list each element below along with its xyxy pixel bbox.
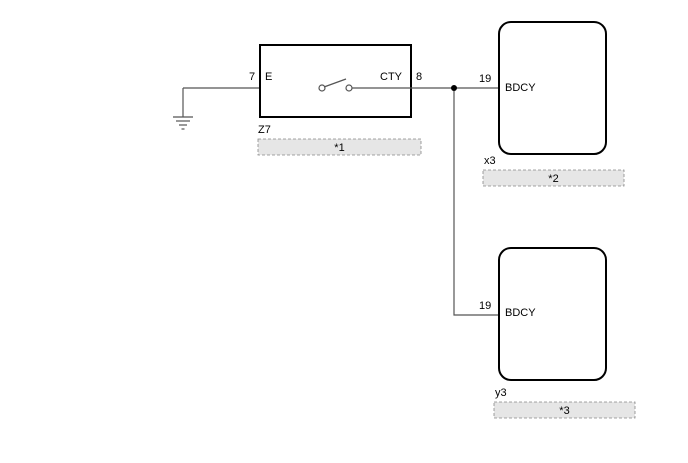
switch-callout-label: *1 <box>334 142 344 154</box>
ecu-lower-callout-label: *3 <box>559 405 569 417</box>
ecu-upper-box <box>498 21 607 155</box>
switch-component-code: Z7 <box>258 124 271 136</box>
ecu-upper-callout-box <box>482 169 625 187</box>
switch-pin-left-name: E <box>265 71 272 83</box>
ecu-lower-callout-box <box>493 401 636 419</box>
switch-pin-right-number: 8 <box>416 71 422 83</box>
ecu-lower-pin-number: 19 <box>479 300 491 312</box>
ecu-upper-code: x3 <box>484 155 496 167</box>
switch-component-box <box>259 44 412 118</box>
switch-contact-icon <box>318 78 353 92</box>
wire-junction-to-lower-ecu <box>453 88 499 316</box>
ground-icon <box>173 88 193 130</box>
switch-pin-left-number: 7 <box>249 71 255 83</box>
junction-dot <box>451 85 457 91</box>
switch-callout-box <box>257 138 422 156</box>
ecu-upper-pin-number: 19 <box>479 73 491 85</box>
ecu-lower-box <box>498 247 607 381</box>
ecu-upper-callout-label: *2 <box>548 173 558 185</box>
ecu-upper-pin-name: BDCY <box>505 82 536 94</box>
ecu-lower-code: y3 <box>495 387 507 399</box>
switch-pin-right-name: CTY <box>380 71 403 83</box>
ecu-lower-pin-name: BDCY <box>505 307 536 319</box>
